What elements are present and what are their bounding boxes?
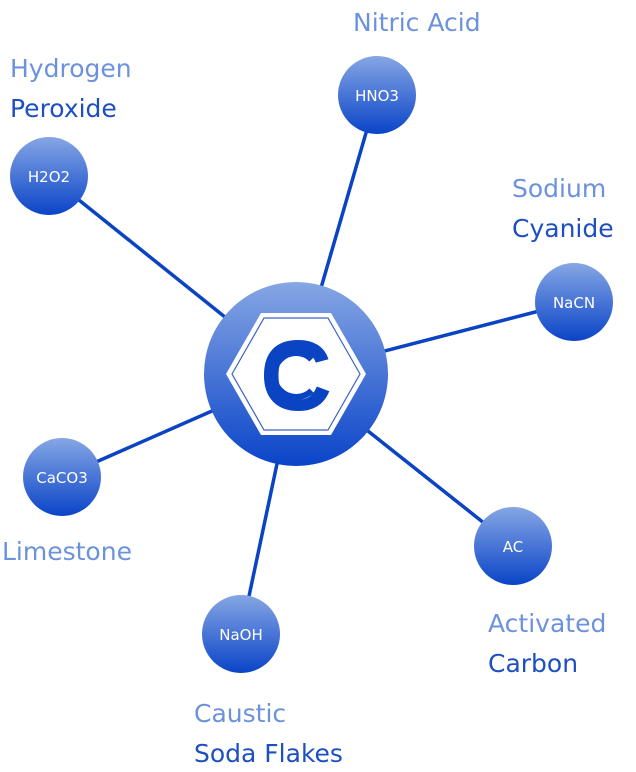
node-label-line2: Carbon: [488, 649, 578, 678]
node-label-line1: Hydrogen: [10, 54, 132, 83]
node-label-line2: Cyanide: [512, 214, 614, 243]
node-hno3[interactable]: HNO3: [338, 56, 416, 134]
node-label-line2: Soda Flakes: [194, 739, 343, 768]
node-caco3[interactable]: CaCO3: [23, 438, 101, 516]
hexagon-logo-icon: [226, 313, 366, 435]
node-formula: HNO3: [355, 87, 399, 105]
node-label-line1: Nitric Acid: [353, 8, 481, 37]
node-formula: NaOH: [219, 626, 263, 644]
central-hub: C: [204, 282, 388, 466]
node-formula: NaCN: [553, 294, 595, 312]
node-label-line2: Peroxide: [10, 94, 117, 123]
node-formula: AC: [503, 538, 523, 556]
hub-logo-letter: C: [260, 320, 332, 432]
node-label-line1: Sodium: [512, 174, 606, 203]
node-label-line1: Limestone: [2, 537, 132, 566]
node-h2o2[interactable]: H2O2: [10, 137, 88, 215]
node-label-line1: Caustic: [194, 699, 286, 728]
node-ac[interactable]: AC: [474, 507, 552, 585]
node-nacn[interactable]: NaCN: [535, 263, 613, 341]
hub-inner-c-icon: [271, 350, 314, 400]
node-formula: H2O2: [28, 168, 70, 186]
node-label-line1: Activated: [488, 609, 606, 638]
node-formula: CaCO3: [36, 469, 88, 487]
node-naoh[interactable]: NaOH: [202, 595, 280, 673]
